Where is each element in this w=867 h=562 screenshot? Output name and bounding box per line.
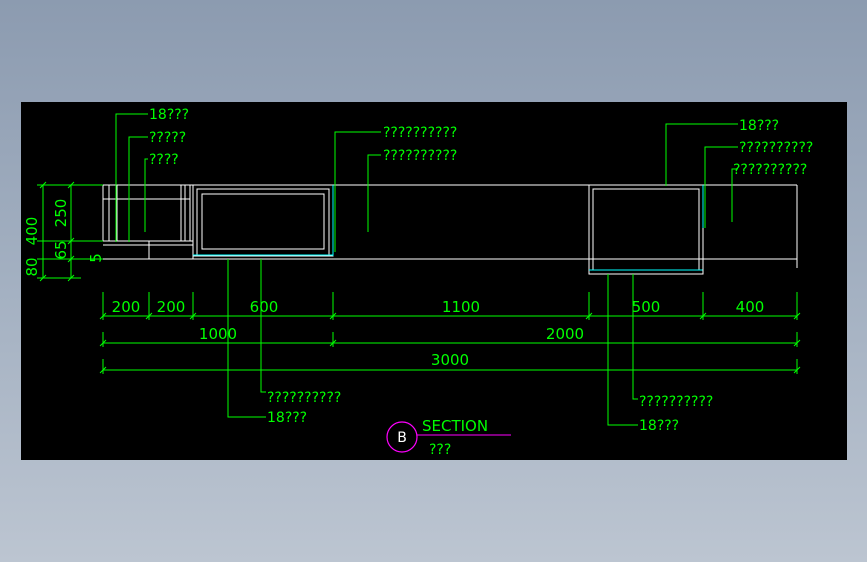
dim-row1-1: 200 — [157, 298, 186, 316]
label-tr-2: ?????????? — [739, 140, 813, 156]
dimension-ticks — [39, 181, 801, 374]
dim-row1-2: 600 — [250, 298, 279, 316]
cad-drawing-viewport[interactable]: 18??? ????? ???? ?????????? ?????????? 1… — [21, 102, 847, 460]
left-cabinet-outline — [102, 184, 191, 242]
dim-row2-1: 2000 — [546, 325, 584, 343]
dim-v-250: 250 — [52, 199, 70, 228]
dim-row1-0: 200 — [112, 298, 141, 316]
label-tr-1: 18??? — [739, 118, 779, 134]
section-drawing: 18??? ????? ???? ?????????? ?????????? 1… — [23, 107, 813, 458]
dim-v-5: 5 — [87, 253, 105, 263]
dim-v-80: 80 — [23, 257, 41, 276]
vertical-dimension-labels: 400 250 80 65 5 — [23, 199, 105, 277]
dim-v-65: 65 — [52, 240, 70, 259]
left-base-step — [148, 240, 194, 260]
section-scale: ??? — [429, 442, 451, 458]
dimension-labels: 200 200 600 1100 500 400 1000 2000 3000 — [112, 298, 765, 369]
left-drawer-box — [192, 184, 334, 257]
dim-row1-3: 1100 — [442, 298, 480, 316]
annotation-labels: 18??? ????? ???? ?????????? ?????????? 1… — [149, 107, 813, 434]
dim-row2-0: 1000 — [199, 325, 237, 343]
section-marker-letter: B — [397, 430, 407, 446]
dim-v-400: 400 — [23, 217, 41, 246]
label-tm-1: ?????????? — [383, 125, 457, 141]
label-br-2: 18??? — [639, 418, 679, 434]
dim-row3: 3000 — [431, 351, 469, 369]
label-tr-3: ?????????? — [733, 162, 807, 178]
label-bl-1: ?????????? — [267, 390, 341, 406]
label-bl-2: 18??? — [267, 410, 307, 426]
label-br-1: ?????????? — [639, 394, 713, 410]
right-drawer-box — [588, 184, 704, 275]
label-tl-2: ????? — [149, 130, 186, 146]
section-title: SECTION — [422, 417, 488, 435]
section-marker-circle — [386, 421, 418, 453]
dim-row1-5: 400 — [736, 298, 765, 316]
label-tm-2: ?????????? — [383, 148, 457, 164]
label-tl-1: 18??? — [149, 107, 189, 123]
section-title-block: B SECTION ??? — [386, 417, 511, 458]
dim-row1-4: 500 — [632, 298, 661, 316]
label-tl-3: ???? — [149, 152, 179, 168]
section-geometry — [102, 184, 798, 275]
dimension-lines — [37, 184, 798, 374]
